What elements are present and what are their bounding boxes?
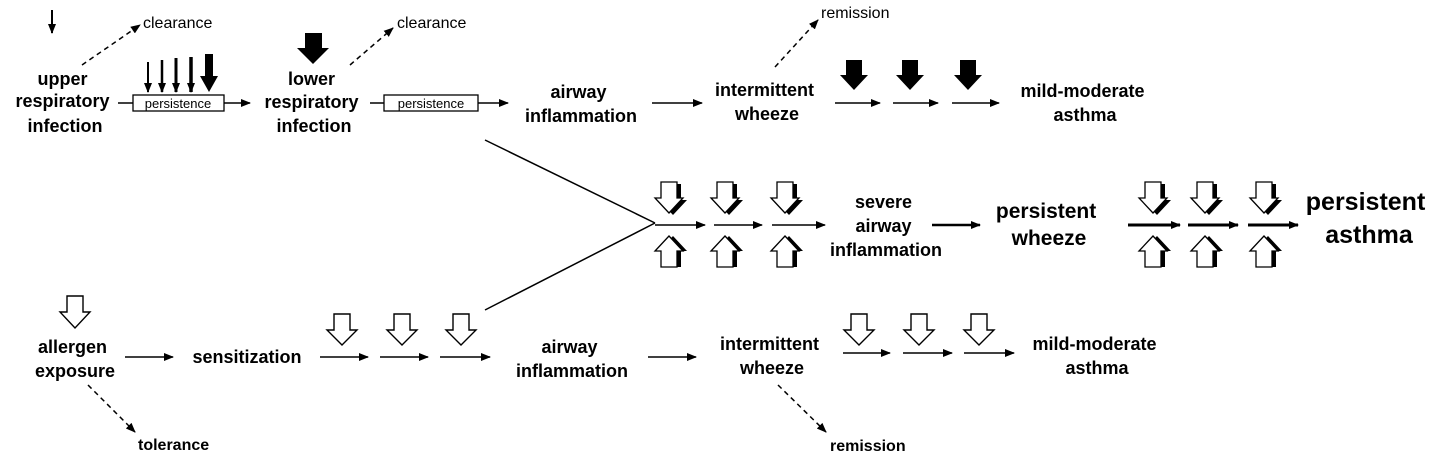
filled-arrow-series-2 [840, 60, 982, 90]
clearance-arrow-1 [81, 24, 141, 66]
intermittent-wheeze-top-label: intermittent wheeze [715, 80, 819, 124]
open-arrow-series-1 [325, 313, 478, 346]
persistence-label-1: persistence [145, 96, 211, 111]
remission-label-bottom: remission [830, 438, 906, 455]
filled-arrow-series-1 [144, 54, 218, 93]
convergence-line-bottom [484, 222, 656, 311]
remission-arrow-top [774, 19, 819, 68]
persistence-label-2: persistence [398, 96, 464, 111]
lower-respiratory-infection-label: lower respiratory infection [264, 69, 363, 136]
clearance-label-1: clearance [143, 15, 212, 32]
combined-arrow-series-1 [653, 181, 803, 268]
clearance-label-2: clearance [397, 15, 466, 32]
mild-moderate-asthma-top-label: mild-moderate asthma [1020, 81, 1149, 125]
severe-airway-inflammation-label: severe airway inflammation [830, 192, 942, 260]
remission-arrow-bottom [777, 384, 827, 433]
allergen-exposure-label: allergen exposure [35, 337, 115, 381]
allergen-exposure-arrow [58, 295, 92, 330]
tolerance-arrow [87, 384, 136, 433]
persistent-asthma-label: persistent asthma [1306, 188, 1432, 249]
persistent-wheeze-label: persistent wheeze [996, 200, 1102, 250]
remission-label-top: remission [821, 5, 889, 22]
airway-inflammation-top-label: airway inflammation [525, 82, 637, 126]
tolerance-label: tolerance [138, 437, 209, 454]
sensitization-label: sensitization [192, 347, 301, 367]
airway-inflammation-bottom-label: airway inflammation [516, 337, 628, 381]
upper-respiratory-infection-label: upper respiratory infection [15, 69, 114, 136]
infection-exposure-arrow-large [297, 33, 329, 64]
intermittent-wheeze-bottom-label: intermittent wheeze [720, 334, 824, 378]
convergence-line-top [484, 139, 656, 224]
mild-moderate-asthma-bottom-label: mild-moderate asthma [1032, 334, 1161, 378]
clearance-arrow-2 [349, 27, 394, 66]
combined-arrow-series-2 [1137, 181, 1282, 268]
open-arrow-series-2 [842, 313, 996, 346]
